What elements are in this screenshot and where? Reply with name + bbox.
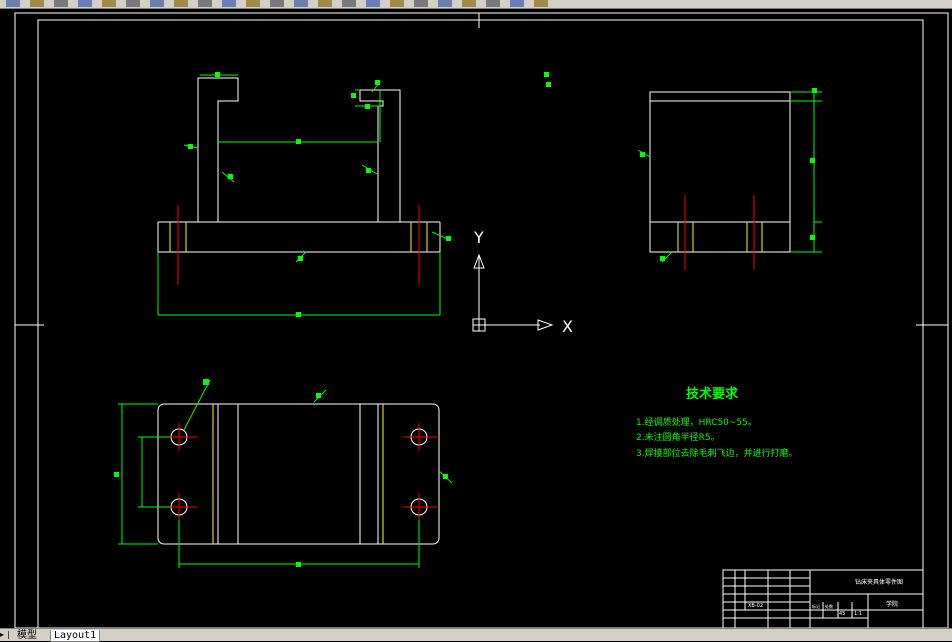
tab-scroll-left-icon[interactable]: ▸ [0,630,5,639]
design-center-icon[interactable] [390,0,404,7]
tab-model[interactable]: 模型 [14,630,40,641]
top-view [114,379,453,568]
calculator-icon[interactable] [438,0,452,7]
tab-layout1[interactable]: Layout1 [50,630,101,642]
properties-icon[interactable] [366,0,380,7]
new-icon[interactable] [6,0,20,7]
tech-title: 技术要求 [686,386,739,402]
layout-tab-bar: ▸ | 模型 Layout1 [0,628,952,642]
light-icon[interactable] [486,0,500,7]
cut-icon[interactable] [126,0,140,7]
sheet-inner-frame [37,19,924,628]
zoom-window-icon[interactable] [318,0,332,7]
side-view [544,72,822,270]
tech-item-3: 3.焊接部位去除毛刺飞边，并进行打磨。 [636,447,798,459]
front-view [157,72,451,317]
sheet-outer-border [14,12,949,628]
title-block [722,569,924,628]
layer-icon[interactable] [462,0,476,7]
title-sign-labels: 标记 处数 [812,603,833,609]
technical-requirements: 技术要求 1.经调质处理，HRC50~55。 2.未注圆角半径R5。 3.焊接部… [636,386,798,459]
copy-icon[interactable] [150,0,164,7]
frame-center-marks [15,13,948,326]
tech-item-1: 1.经调质处理，HRC50~55。 [636,416,757,428]
print-icon[interactable] [78,0,92,7]
title-scale: 1:1 [854,611,862,617]
ucs-x-label: X [562,317,573,336]
title-drawing-no: XB-02 [748,603,763,609]
svg-text:标记: 标记 [812,603,820,609]
undo-icon[interactable] [222,0,236,7]
linetype-icon[interactable] [534,0,548,7]
standard-toolbar [0,0,952,9]
title-company: 学院 [886,600,898,608]
svg-text:处数: 处数 [825,603,833,609]
save-icon[interactable] [54,0,68,7]
redo-icon[interactable] [246,0,260,7]
title-part-name: 钻床夹具体零件图 [855,578,903,586]
zoom-realtime-icon[interactable] [294,0,308,7]
model-space-canvas[interactable]: Y X [0,9,952,628]
title-material: 45 [839,611,845,617]
ucs-icon [472,253,554,332]
match-icon[interactable] [198,0,212,7]
paste-icon[interactable] [174,0,188,7]
pan-icon[interactable] [270,0,284,7]
zoom-previous-icon[interactable] [342,0,356,7]
preview-icon[interactable] [102,0,116,7]
ucs-y-label: Y [473,228,484,247]
open-icon[interactable] [30,0,44,7]
color-icon[interactable] [510,0,524,7]
tab-scroll-right-icon[interactable]: | [7,630,10,639]
tech-item-2: 2.未注圆角半径R5。 [636,431,720,443]
tool-palette-icon[interactable] [414,0,428,7]
